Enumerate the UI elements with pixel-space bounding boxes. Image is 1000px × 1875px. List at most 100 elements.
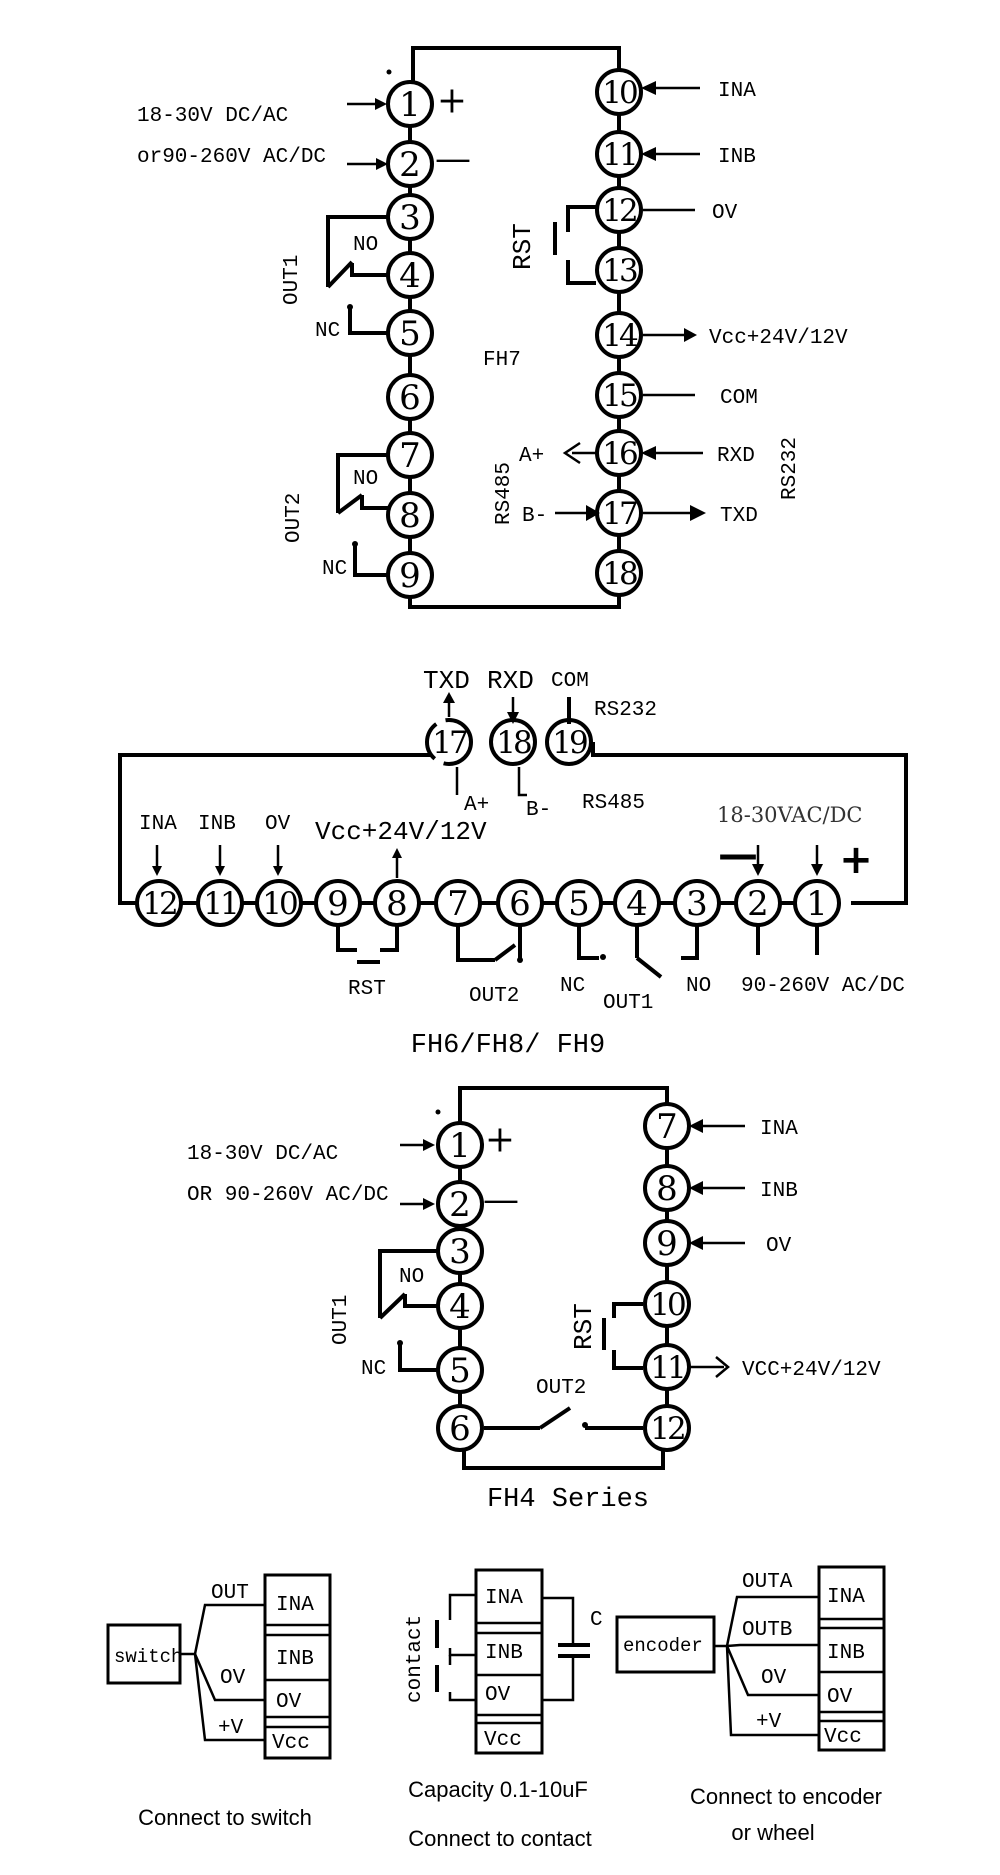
fh7-terminal-number: 11 [602, 137, 635, 173]
fh6-terminal: 1 [793, 879, 841, 927]
encoder-pin-ov: OV [827, 1686, 853, 1709]
fh6-terminal-circle [434, 879, 482, 927]
fh7-out1-nc-label: NC [315, 320, 340, 343]
fh7-terminal-number: 6 [399, 378, 421, 418]
fh7-terminal-number: 7 [399, 436, 421, 476]
fh7-supply-label-1: 18-30V DC/AC [137, 105, 288, 128]
fh7-terminal: 6 [386, 373, 434, 421]
fh7-terminal-number: 13 [602, 253, 637, 289]
fh6-top-terminal-circle [425, 718, 473, 766]
fh6-inb-label: INB [198, 813, 236, 836]
fh6-rxd-label: RXD [487, 666, 534, 696]
fh4-ov-label: OV [766, 1235, 792, 1258]
fh6-terminal-number: 4 [626, 884, 648, 924]
encoder-pin-vcc: Vcc [824, 1726, 862, 1749]
encoder-ov-label: OV [761, 1667, 787, 1690]
fh6-no-label: NO [686, 975, 711, 998]
fh6-terminal-number: 7 [447, 884, 469, 924]
fh4-terminal: 12 [643, 1404, 691, 1452]
fh4-terminal-number: 1 [449, 1126, 471, 1166]
fh7-terminal-number: 17 [602, 496, 637, 532]
fh6-terminal: 12 [135, 879, 183, 927]
fh4-vcc-label: VCC+24V/12V [742, 1359, 881, 1382]
fh4-terminal-circle [436, 1180, 484, 1228]
fh4-ina-label: INA [760, 1118, 798, 1141]
fh6-top-terminal: 18 [489, 718, 537, 766]
fh6-ac-dc-label: 90-260V AC/DC [741, 975, 905, 998]
fh7-terminal-circle [595, 311, 643, 359]
encoder-pin-inb: INB [827, 1642, 865, 1665]
fh4-terminal: 11 [643, 1343, 691, 1391]
fh7-inb-label: INB [718, 146, 756, 169]
fh6-top-terminal: 19 [545, 718, 593, 766]
fh4-terminal: 10 [643, 1280, 691, 1328]
fh4-terminal-number: 7 [656, 1107, 678, 1147]
switch-pin-inb: INB [276, 1648, 314, 1671]
fh4-terminal: 6 [436, 1404, 484, 1452]
fh7-terminal: 3 [386, 193, 434, 241]
fh6-terminal: 3 [673, 879, 721, 927]
fh7-terminal-number: 15 [602, 378, 637, 414]
fh6-out1-label: OUT1 [603, 992, 653, 1015]
fh6-supply-label: 18-30VAC/DC [717, 803, 863, 827]
fh7-ov-label: OV [712, 202, 738, 225]
fh4-out1-nc-label: NC [361, 1358, 386, 1381]
fh4-supply-label-1: 18-30V DC/AC [187, 1143, 338, 1166]
fh6-rst-label: RST [348, 978, 386, 1001]
fh7-terminal-number: 1 [399, 85, 421, 125]
fh6-b-minus-label: B- [526, 799, 551, 822]
fh4-terminal-number: 12 [650, 1411, 684, 1447]
fh4-terminal: 7 [643, 1102, 691, 1150]
contact-pin-inb: INB [485, 1642, 523, 1665]
fh6-terminal: 5 [555, 879, 603, 927]
fh6-terminal-number: 10 [262, 886, 297, 922]
fh4-out2-label: OUT2 [536, 1377, 586, 1400]
encoder-caption-2: or wheel [731, 1820, 814, 1845]
fh7-terminal-circle [386, 491, 434, 539]
switch-pin-ina: INA [276, 1594, 314, 1617]
fh7-terminal: 10 [595, 68, 643, 116]
fh6-terminal: 2 [734, 879, 782, 927]
fh4-supply-label-2: OR 90-260V AC/DC [187, 1184, 389, 1207]
fh4-terminal: 3 [436, 1227, 484, 1275]
fh7-terminal-number: 4 [399, 256, 421, 296]
fh6-terminal: 6 [496, 879, 544, 927]
encoder-device-box [615, 1615, 716, 1674]
contact-pin-ov: OV [485, 1684, 511, 1707]
fh7-terminal: 14 [595, 311, 643, 359]
fh4-terminal-number: 8 [656, 1169, 678, 1209]
fh4-inb-label: INB [760, 1180, 798, 1203]
fh7-terminal-number: 3 [399, 198, 421, 238]
fh7-terminal-number: 2 [399, 145, 421, 185]
fh6-out2-label: OUT2 [469, 985, 519, 1008]
contact-connection: INA INB OV Vcc contact C Capacity 0.1-10… [404, 1568, 603, 1851]
fh4-rst-label: RST [569, 1303, 599, 1350]
fh7-out1-label: OUT1 [281, 255, 304, 305]
fh4-terminal-circle [436, 1121, 484, 1169]
fh4-plus-sign: + [485, 1120, 515, 1161]
fh7-terminal: 5 [386, 309, 434, 357]
fh6-terminal-number: 5 [568, 884, 590, 924]
switch-pin-ov: OV [276, 1691, 302, 1714]
fh6-terminal-circle [673, 879, 721, 927]
fh4-terminal: 4 [436, 1282, 484, 1330]
fh7-terminal-number: 16 [602, 436, 637, 472]
fh7-minus-sign: — [435, 139, 471, 180]
encoder-caption-1: Connect to encoder [690, 1784, 882, 1809]
fh6-minus-sign: — [718, 832, 758, 878]
fh7-terminal-circle [595, 549, 643, 597]
contact-device-label: contact [404, 1615, 427, 1703]
fh7-terminal-number: 12 [602, 193, 636, 229]
fh7-out2-nc-label: NC [322, 558, 347, 581]
fh7-model-label: FH7 [483, 349, 521, 372]
fh7-rs485-label: RS485 [493, 462, 516, 525]
fh4-terminal-number: 10 [650, 1287, 685, 1323]
fh4-terminal-circle [643, 1280, 691, 1328]
fh7-out2-label: OUT2 [283, 493, 306, 543]
fh6-terminal: 11 [196, 879, 244, 927]
fh4-terminal-number: 11 [650, 1350, 683, 1386]
fh4-terminal-number: 5 [449, 1351, 471, 1391]
